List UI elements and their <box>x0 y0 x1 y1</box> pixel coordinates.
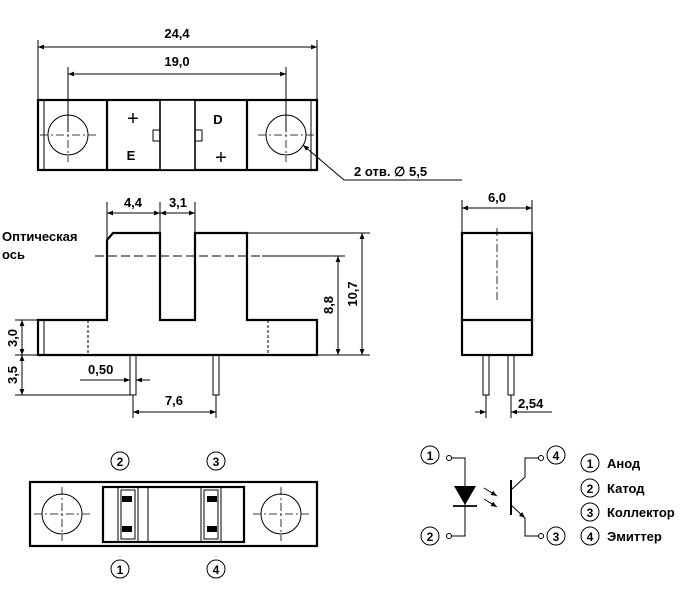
legend-item: 3 Коллектор <box>580 502 675 522</box>
legend-item: 2 Катод <box>580 478 645 498</box>
svg-text:Эмиттер: Эмиттер <box>607 529 662 544</box>
schematic-pin-2: 2 <box>427 530 434 544</box>
bottom-pin-2: 2 <box>117 455 124 469</box>
bottom-pin-3: 3 <box>213 455 220 469</box>
dim-overall-length: 24,4 <box>164 26 190 41</box>
bottom-body-outline <box>28 480 319 548</box>
dim-slot-width: 3,1 <box>169 195 187 210</box>
front-view: 4,4 3,1 Оптическая ось 0,50 7,6 3,0 3 <box>2 195 370 418</box>
svg-text:3: 3 <box>587 506 594 520</box>
bottom-pin-1: 1 <box>117 563 124 577</box>
lead-left <box>129 354 137 396</box>
led-symbol <box>454 486 476 505</box>
dim-hole-spacing: 19,0 <box>164 54 189 69</box>
legend-item: 4 Эмиттер <box>580 526 662 546</box>
bottom-pin-4: 4 <box>213 563 220 577</box>
svg-text:2: 2 <box>587 482 594 496</box>
dim-lead-length: 3,5 <box>5 366 20 384</box>
lead-right <box>212 354 220 396</box>
bottom-view: 2 3 1 4 <box>28 451 319 579</box>
top-view: 24,4 19,0 + E D + 2 отв. ∅ 5,5 <box>36 26 462 181</box>
schematic-pin-4: 4 <box>553 449 560 463</box>
svg-text:1: 1 <box>587 457 594 471</box>
side-lead-left <box>482 354 490 396</box>
schematic-pin-3: 3 <box>553 530 560 544</box>
dim-lead-thickness: 0,50 <box>88 362 113 377</box>
plus-mark-right: + <box>215 147 227 169</box>
side-view: 6,0 2,54 <box>460 190 552 418</box>
schematic-pin-1: 1 <box>427 449 434 463</box>
svg-text:Анод: Анод <box>607 456 641 471</box>
optical-axis-label-2: ось <box>2 247 25 262</box>
phototransistor-emitter <box>510 504 526 519</box>
pin-legend: 1 Анод 2 Катод 3 Коллектор 4 Эмиттер <box>580 453 675 546</box>
dim-width: 6,0 <box>488 190 506 205</box>
dim-lead-pitch: 2,54 <box>518 396 544 411</box>
dim-slot-offset: 4,4 <box>124 195 143 210</box>
legend-item: 1 Анод <box>580 453 641 473</box>
emitter-mark: E <box>127 148 136 163</box>
dim-total-height: 10,7 <box>345 281 360 306</box>
top-slot <box>159 99 196 171</box>
front-body-outline <box>36 231 319 357</box>
dim-base-height: 3,0 <box>5 329 20 347</box>
schematic: 1 2 4 3 <box>420 445 566 546</box>
side-lead-right <box>507 354 515 396</box>
svg-text:Катод: Катод <box>607 481 645 496</box>
plus-mark-left: + <box>127 108 139 130</box>
detector-mark: D <box>213 112 222 127</box>
svg-text:Коллектор: Коллектор <box>607 505 675 520</box>
svg-text:4: 4 <box>587 530 594 544</box>
holes-note: 2 отв. ∅ 5,5 <box>354 164 427 179</box>
optical-axis-label-1: Оптическая <box>2 229 77 244</box>
dim-optical-axis-height: 8,8 <box>321 296 336 314</box>
dim-lead-spacing: 7,6 <box>165 393 183 408</box>
